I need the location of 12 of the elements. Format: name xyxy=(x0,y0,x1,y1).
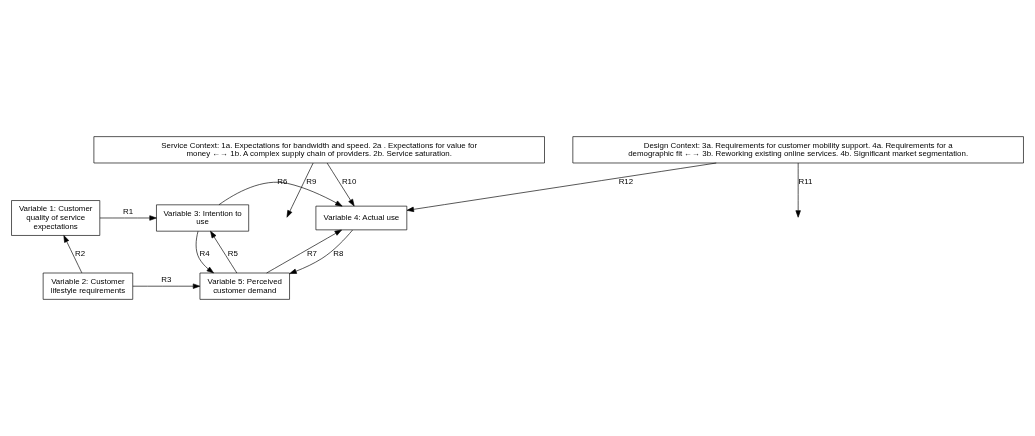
arrow xyxy=(286,162,314,218)
arrow xyxy=(210,230,238,274)
arrow xyxy=(266,229,342,274)
arrow xyxy=(132,283,201,289)
arrow xyxy=(289,229,353,274)
arrow xyxy=(195,231,214,274)
arrow xyxy=(218,181,343,207)
arrow xyxy=(99,215,157,221)
arrow xyxy=(63,235,83,274)
arrow xyxy=(795,162,801,218)
arrow xyxy=(326,162,355,207)
arrow xyxy=(406,162,717,212)
